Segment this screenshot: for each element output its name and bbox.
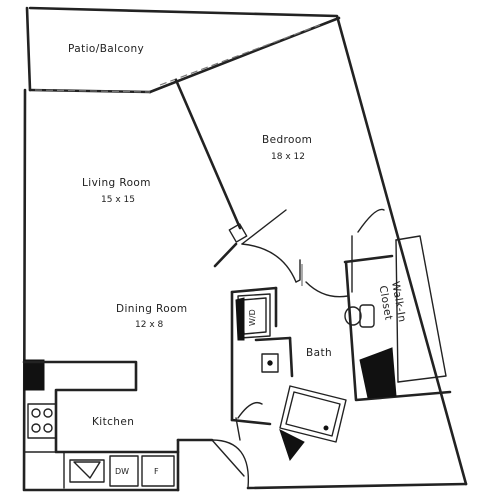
patio-label: Patio/Balcony bbox=[68, 43, 144, 55]
bath-door bbox=[295, 208, 385, 298]
kitchen-counter bbox=[22, 360, 180, 489]
wall-block-bath bbox=[235, 297, 245, 341]
entry-door bbox=[176, 401, 263, 489]
living-room-label: Living Room bbox=[82, 177, 151, 189]
wall-block-closet bbox=[359, 347, 397, 399]
bath-label: Bath bbox=[306, 347, 332, 359]
bath-sink bbox=[261, 353, 279, 373]
washer-dryer-label: W/D bbox=[248, 309, 257, 326]
dining-room-label: Dining Room bbox=[116, 303, 188, 315]
bedroom-door bbox=[241, 209, 297, 283]
dishwasher bbox=[109, 455, 139, 487]
wall-block-tub bbox=[279, 429, 305, 462]
bedroom-size: 18 x 12 bbox=[271, 152, 305, 162]
exterior-walls bbox=[22, 6, 468, 492]
kitchen-sink bbox=[69, 459, 105, 483]
bath-walls bbox=[230, 286, 294, 426]
bedroom-wall bbox=[174, 78, 248, 268]
toilet bbox=[344, 304, 375, 328]
kitchen-label: Kitchen bbox=[92, 416, 134, 428]
fridge bbox=[141, 455, 175, 487]
bathtub bbox=[279, 385, 347, 443]
dining-room-size: 12 x 8 bbox=[135, 320, 164, 330]
bedroom-label: Bedroom bbox=[262, 134, 312, 146]
stove bbox=[27, 403, 57, 439]
patio-door bbox=[34, 24, 321, 93]
dishwasher-label: DW bbox=[115, 467, 129, 476]
living-room-size: 15 x 15 bbox=[101, 195, 135, 205]
wall-block-left bbox=[23, 359, 45, 391]
fridge-label: F bbox=[154, 467, 159, 476]
closet-label: Walk-In Closet bbox=[377, 280, 408, 323]
washer-dryer-text: W/D bbox=[248, 309, 257, 326]
